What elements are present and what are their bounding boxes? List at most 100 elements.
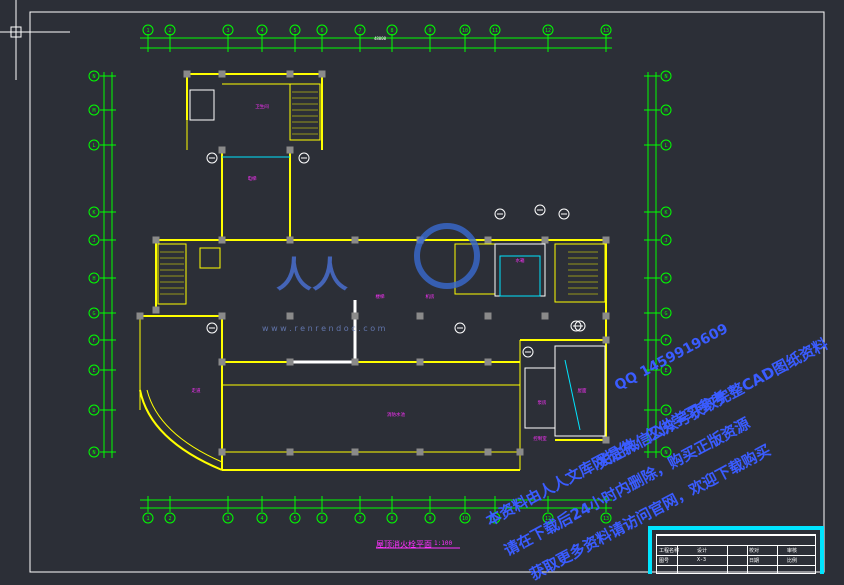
axis-label-top: 1 — [146, 28, 149, 34]
axis-bubble-bottom — [459, 512, 471, 524]
axis-bubble-left — [88, 272, 100, 284]
room-label: 水箱 — [516, 257, 525, 264]
room-label: 屋面 — [578, 388, 587, 394]
watermark-logo-ring — [414, 223, 480, 289]
axis-label-right: G — [664, 311, 667, 317]
axis-label-top: 4 — [260, 28, 263, 34]
axis-label-top: 9 — [428, 28, 431, 34]
axis-label-bottom: 8 — [390, 516, 393, 522]
structural-column — [183, 70, 191, 78]
structural-column — [602, 436, 610, 444]
structural-column — [484, 236, 492, 244]
room-label: 走道 — [192, 387, 201, 394]
axis-bubble-left — [88, 446, 100, 458]
axis-bubble-left — [88, 364, 100, 376]
structural-column — [541, 312, 549, 320]
room-label: 机房 — [426, 293, 435, 300]
structural-column — [516, 448, 524, 456]
axis-label-bottom: 7 — [358, 516, 361, 522]
structural-column — [484, 358, 492, 366]
axis-bubble-top — [316, 24, 328, 36]
room-outline — [494, 243, 546, 297]
structural-column — [286, 236, 294, 244]
room-label: 控制室 — [533, 435, 547, 442]
structural-column — [218, 358, 226, 366]
axis-bubble-right — [660, 307, 672, 319]
axis-bubble-left — [88, 104, 100, 116]
axis-bubble-right — [660, 104, 672, 116]
fire-hydrant-icon — [206, 322, 218, 334]
axis-label-bottom: 9 — [428, 516, 431, 522]
ucs-crosshair-icon[interactable] — [10, 28, 22, 40]
axis-bubble-bottom — [164, 512, 176, 524]
axis-label-top: 11 — [492, 28, 498, 34]
fire-hydrant-icon — [206, 152, 218, 164]
title-block-cell: 比例 — [787, 558, 798, 564]
structural-column — [286, 70, 294, 78]
structural-column — [318, 70, 326, 78]
axis-bubble-top — [489, 24, 501, 36]
axis-bubble-top — [424, 24, 436, 36]
axis-label-top: 3 — [226, 28, 229, 34]
title-block-row-line — [657, 565, 815, 566]
title-block-col-line — [677, 545, 678, 573]
structural-column — [416, 312, 424, 320]
axis-label-right: E — [664, 368, 667, 374]
axis-label-left: L — [92, 143, 95, 149]
axis-bubble-bottom — [256, 512, 268, 524]
structural-column — [218, 146, 226, 154]
room-label: 消防水池 — [387, 411, 405, 418]
axis-bubble-left — [88, 234, 100, 246]
stair-outline — [157, 243, 187, 305]
fire-hydrant-icon — [454, 322, 466, 334]
axis-label-top: 8 — [390, 28, 393, 34]
elevator-outline — [189, 89, 215, 121]
elevator-outline — [199, 247, 221, 269]
axis-label-top: 7 — [358, 28, 361, 34]
axis-bubble-top — [164, 24, 176, 36]
overall-dimension: 48000 — [374, 36, 387, 41]
axis-label-left: K — [92, 210, 95, 216]
fire-hydrant-icon — [534, 204, 546, 216]
axis-label-top: 2 — [168, 28, 171, 34]
fire-hydrant-icon — [494, 208, 506, 220]
axis-label-right: M — [664, 108, 667, 114]
room-label: 卫生间 — [255, 103, 269, 110]
axis-bubble-right — [660, 446, 672, 458]
axis-label-bottom: 3 — [226, 516, 229, 522]
title-block-cell: 日期 — [749, 558, 760, 564]
axis-label-bottom: 13 — [603, 516, 609, 522]
sanitary-fixture — [499, 255, 541, 297]
title-block-cell: 图号 — [659, 558, 670, 564]
sheet-title: 屋顶消火栓平面 — [376, 540, 432, 549]
title-block-row-line — [657, 555, 815, 556]
structural-column — [218, 448, 226, 456]
axis-label-right: N — [664, 74, 667, 80]
structural-column — [286, 358, 294, 366]
watermark-logo: 人人 — [276, 255, 349, 296]
axis-bubble-left — [88, 70, 100, 82]
stair-outline — [554, 243, 606, 303]
axis-label-left: H — [92, 276, 95, 282]
axis-bubble-top — [542, 24, 554, 36]
axis-label-right: J — [664, 238, 667, 244]
structural-column — [152, 236, 160, 244]
axis-label-top: 13 — [603, 28, 609, 34]
axis-label-right: H — [664, 276, 667, 282]
structural-column — [351, 358, 359, 366]
axis-bubble-left — [88, 404, 100, 416]
axis-bubble-left — [88, 139, 100, 151]
axis-bubble-left — [88, 334, 100, 346]
structural-column — [602, 312, 610, 320]
axis-label-bottom: 4 — [260, 516, 263, 522]
axis-bubble-bottom — [489, 512, 501, 524]
stair-outline — [289, 83, 321, 141]
curved-wall — [146, 389, 223, 463]
axis-label-left: G — [92, 311, 95, 317]
title-block-col-line — [777, 545, 778, 573]
axis-label-bottom: 10 — [462, 516, 468, 522]
